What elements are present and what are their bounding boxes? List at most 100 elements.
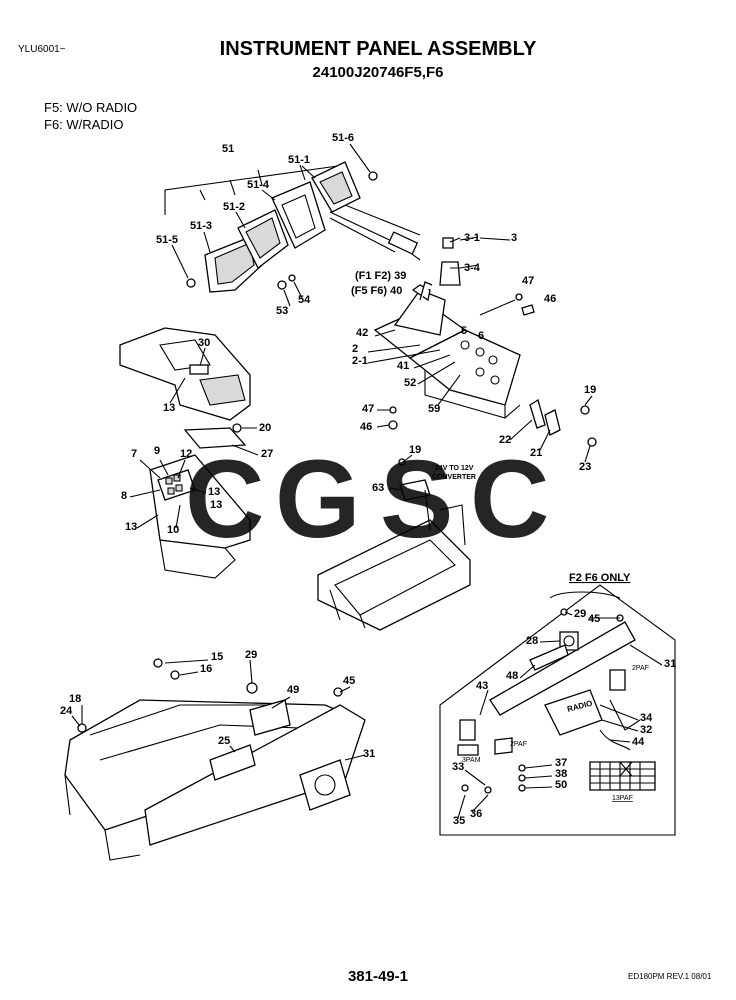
callout: 46 [360, 421, 372, 433]
variant-label: (F1 F2) 39 [355, 270, 406, 282]
callout: 25 [218, 735, 230, 747]
connector-label: 2PAF [510, 741, 527, 748]
revision-code: ED180PM REV.1 08/01 [628, 972, 712, 981]
callout: 46 [544, 293, 556, 305]
callout: 6 [478, 330, 484, 342]
radio-bracket [489, 621, 636, 716]
callout: 3 [511, 232, 517, 244]
bracket-25 [209, 744, 256, 781]
callout: 13 [125, 521, 137, 533]
key-switch-body [439, 261, 461, 286]
callout: 43 [476, 680, 488, 692]
callout: 3-1 [464, 232, 480, 244]
callout: 51-2 [223, 201, 245, 213]
callout: 32 [640, 724, 652, 736]
callout: 44 [632, 736, 645, 748]
callout: 41 [397, 360, 409, 372]
radio-inset-group [439, 584, 676, 836]
dashboard-frame-group [64, 658, 366, 861]
callout: 45 [343, 675, 355, 687]
callout: 19 [409, 444, 421, 456]
callout: 51 [222, 143, 234, 155]
callout: 3-4 [464, 262, 481, 274]
callout: 12 [180, 448, 192, 460]
switch-box-group [149, 423, 251, 579]
watermark-letter-2: G [275, 438, 361, 561]
key-switch-group [439, 236, 479, 286]
watermark-letter-1: C [185, 438, 264, 561]
callout: 23 [579, 461, 591, 473]
callout: 51-6 [332, 132, 354, 144]
callout: 31 [664, 658, 676, 670]
note-f5: F5: W/O RADIO [44, 100, 138, 115]
callout: 2 [352, 343, 358, 355]
model-code: YLU6001~ [18, 44, 66, 55]
page-number: 381-49-1 [347, 968, 409, 985]
callout: 20 [259, 422, 271, 434]
screw-51-6 [368, 171, 378, 181]
callout: 8 [121, 490, 127, 502]
callout: 24 [60, 705, 73, 717]
callout: 63 [372, 482, 384, 494]
page-title: INSTRUMENT PANEL ASSEMBLY [219, 38, 537, 60]
callout: 16 [200, 663, 212, 675]
converter-label: 24V TO 12V [435, 465, 474, 472]
converter-bracket-group [317, 458, 471, 631]
callout: 36 [470, 808, 482, 820]
callout: 37 [555, 757, 567, 769]
screw-53 [277, 280, 287, 290]
callout: 19 [584, 384, 596, 396]
callout: 5 [461, 325, 467, 337]
note-f6: F6: W/RADIO [44, 117, 124, 132]
callout: 51-3 [190, 220, 212, 232]
callout: 59 [428, 403, 440, 415]
callout: 50 [555, 779, 567, 791]
callout: 47 [362, 403, 374, 415]
connector-label: 13PAF [612, 795, 633, 802]
callout: 18 [69, 693, 81, 705]
inset-frame [439, 584, 676, 836]
variant-label: (F5 F6) 40 [351, 285, 402, 297]
watermark: C G S C [185, 438, 549, 561]
console-cover-group [119, 327, 251, 421]
callout: 10 [167, 524, 179, 536]
converter-label: CONVERTER [432, 474, 476, 481]
callout: 52 [404, 377, 416, 389]
callout: 22 [499, 434, 511, 446]
callout: 47 [522, 275, 534, 287]
callout: 27 [261, 448, 273, 460]
callout: 38 [555, 768, 567, 780]
converter-63 [399, 479, 431, 501]
callout: 51-4 [247, 179, 270, 191]
callout: 9 [154, 445, 160, 457]
control-lever-group [373, 281, 597, 447]
callout: 13 [208, 486, 220, 498]
callout: 28 [526, 635, 538, 647]
connector-label: 3PAM [462, 757, 481, 764]
callout: 51-5 [156, 234, 178, 246]
callout: 29 [245, 649, 257, 661]
watermark-letter-4: C [470, 438, 549, 561]
switch-panel-2 [408, 329, 521, 406]
screw-51-5 [186, 278, 196, 288]
callout: 13 [163, 402, 175, 414]
callout: 34 [640, 712, 653, 724]
callout: 13 [210, 499, 222, 511]
callout: 7 [131, 448, 137, 460]
gasket-27 [183, 427, 247, 449]
callout: 21 [530, 447, 542, 459]
leader-lines [71, 143, 663, 819]
callout: 33 [452, 761, 464, 773]
meter-cluster-group [164, 161, 421, 293]
callout: 31 [363, 748, 375, 760]
variant-only-label: F2 F6 ONLY [569, 572, 631, 584]
callout: 35 [453, 815, 465, 827]
watermark-letter-3: S [380, 438, 453, 561]
callout: 51-1 [288, 154, 310, 166]
callout: 48 [506, 670, 518, 682]
callout: 29 [574, 608, 586, 620]
callout: 2-1 [352, 355, 368, 367]
callout: 15 [211, 651, 223, 663]
callout: 49 [287, 684, 299, 696]
